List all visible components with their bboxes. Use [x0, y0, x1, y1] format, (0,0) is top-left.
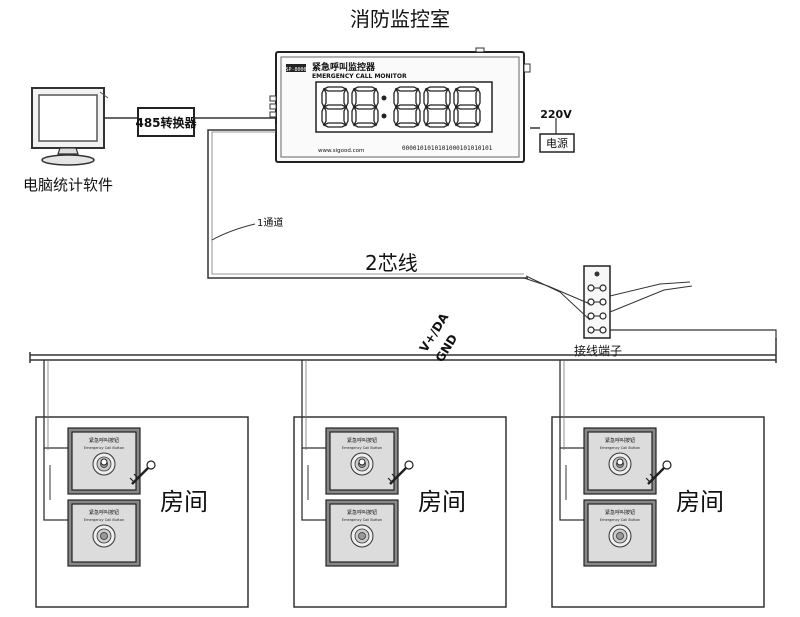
call-panel-upper: 紧急呼叫按钮 Emergency Call Button	[583, 427, 672, 495]
call-panel-title: 紧急呼叫按钮	[605, 509, 635, 516]
converter-label: 485转换器	[135, 115, 197, 130]
call-panel-lower: 紧急呼叫按钮 Emergency Call Button	[67, 499, 141, 567]
reset-key-icon	[358, 458, 414, 485]
call-panel-upper: 紧急呼叫按钮 Emergency Call Button	[67, 427, 156, 495]
room-label: 房间	[418, 488, 466, 516]
terminal-pin-2	[587, 298, 607, 306]
display-digit-3	[393, 86, 421, 128]
call-panel-title: 紧急呼叫按钮	[347, 509, 377, 516]
main-cable-inner	[211, 131, 524, 275]
seven-segment-display	[321, 86, 481, 128]
display-colon	[381, 95, 387, 119]
call-panel-title: 紧急呼叫按钮	[89, 509, 119, 516]
terminal-block	[523, 265, 693, 339]
call-panel-subtitle: Emergency Call Button	[342, 518, 382, 522]
call-panel-title: 紧急呼叫按钮	[89, 437, 119, 444]
monitor-display-window	[315, 81, 493, 133]
call-button-icon	[92, 524, 116, 548]
diagram-title: 消防监控室	[350, 7, 450, 31]
channel-label: 1通道	[257, 216, 283, 229]
call-panel-title: 紧急呼叫按钮	[347, 437, 377, 444]
call-panel-lower: 紧急呼叫按钮 Emergency Call Button	[325, 499, 399, 567]
call-panel-subtitle: Emergency Call Button	[84, 446, 124, 450]
call-panel-lower: 紧急呼叫按钮 Emergency Call Button	[583, 499, 657, 567]
emergency-call-monitor: SP-8000 紧急呼叫监控器 EMERGENCY CALL MONITOR w…	[269, 47, 531, 163]
monitor-indicator-row: 0000101010101000101010101	[402, 145, 493, 152]
computer-monitor-icon	[31, 87, 109, 166]
monitor-brand-cn: 紧急呼叫监控器	[312, 61, 376, 73]
call-button-icon	[350, 524, 374, 548]
room-label: 房间	[676, 488, 724, 516]
terminal-pin-3	[587, 312, 607, 320]
display-digit-1	[321, 86, 349, 128]
reset-key-icon	[100, 458, 156, 485]
room-3: 紧急呼叫按钮 Emergency Call Button 紧急呼叫按钮 Emergen…	[551, 360, 765, 608]
call-panel-subtitle: Emergency Call Button	[600, 446, 640, 450]
call-panel-upper: 紧急呼叫按钮 Emergency Call Button	[325, 427, 414, 495]
room-1: 紧急呼叫按钮 Emergency Call Button 紧急呼叫按钮 Emergen…	[35, 360, 249, 608]
terminal-pin-1	[587, 284, 607, 292]
terminal-to-bus	[610, 329, 777, 340]
terminal-pin-4	[587, 326, 607, 334]
reset-key-icon	[616, 458, 672, 485]
power-voltage: 220V	[540, 108, 572, 121]
converter-box	[137, 107, 195, 137]
room-label: 房间	[160, 488, 208, 516]
call-panel-title: 紧急呼叫按钮	[605, 437, 635, 444]
power-box	[539, 133, 575, 153]
display-digit-5	[453, 86, 481, 128]
call-panel-subtitle: Emergency Call Button	[600, 518, 640, 522]
channel-leader	[211, 223, 256, 241]
display-digit-2	[351, 86, 379, 128]
wire-label: 2芯线	[365, 251, 418, 275]
call-panel-subtitle: Emergency Call Button	[84, 518, 124, 522]
display-digit-4	[423, 86, 451, 128]
monitor-website: www.sigood.com	[318, 148, 364, 154]
power-label: 电源	[546, 136, 568, 150]
main-cable	[207, 124, 528, 279]
monitor-brand-en: EMERGENCY CALL MONITOR	[312, 73, 407, 80]
call-panel-subtitle: Emergency Call Button	[342, 446, 382, 450]
room-2: 紧急呼叫按钮 Emergency Call Button 紧急呼叫按钮 Emergen…	[293, 360, 507, 608]
monitor-model: SP-8000	[285, 67, 306, 73]
call-button-icon	[608, 524, 632, 548]
computer-label: 电脑统计软件	[23, 176, 113, 194]
